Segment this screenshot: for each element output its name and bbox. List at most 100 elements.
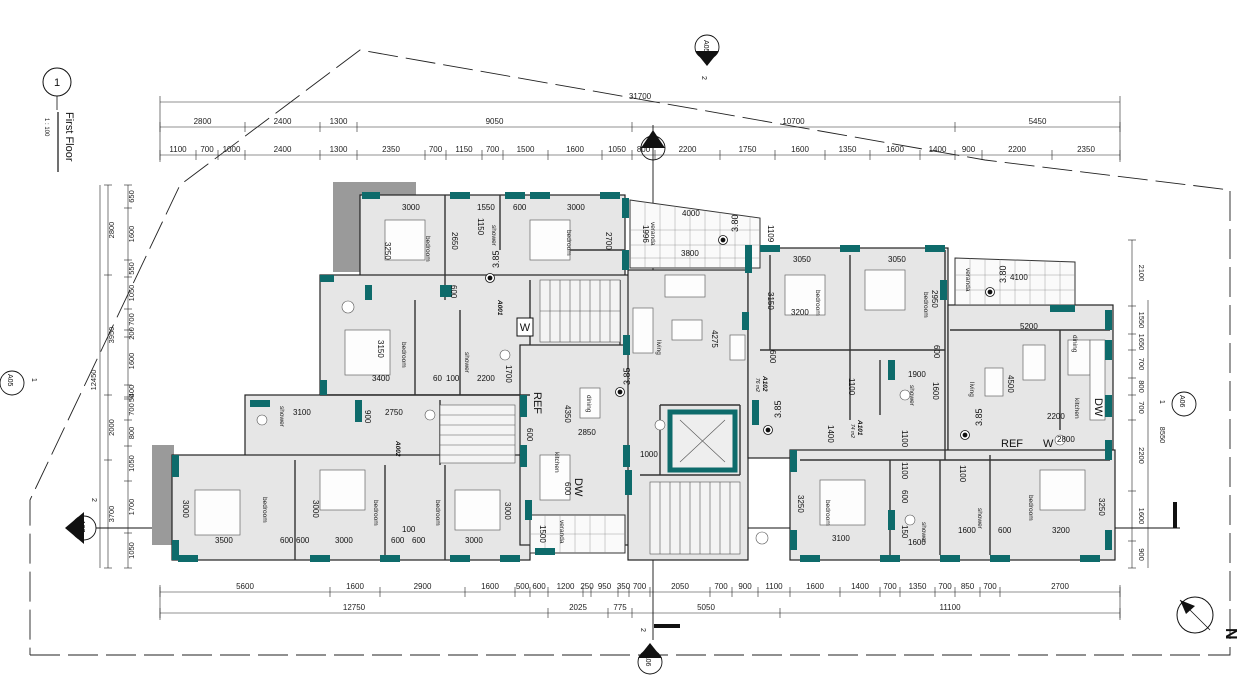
bottom-dim-label: 1200 xyxy=(557,582,575,591)
top-dim-label: 1050 xyxy=(608,145,626,154)
svg-text:600: 600 xyxy=(391,536,405,545)
svg-text:bedroom: bedroom xyxy=(434,500,441,526)
left-dimension-chains xyxy=(99,185,129,568)
structural-columns xyxy=(172,192,1112,562)
bottom-dim-label: 5050 xyxy=(697,603,715,612)
unit-code-a102: A102 xyxy=(761,375,768,392)
section-mark-top: A05 2 xyxy=(694,34,720,80)
svg-text:1100: 1100 xyxy=(900,430,909,448)
svg-text:1550: 1550 xyxy=(477,203,495,212)
svg-text:4100: 4100 xyxy=(1010,273,1028,282)
left-dim-label: 1600 xyxy=(127,353,136,370)
svg-text:1100: 1100 xyxy=(847,378,856,396)
top-dim-label: 700 xyxy=(200,145,214,154)
svg-text:3150: 3150 xyxy=(766,292,775,310)
bottom-dim-label: 500 xyxy=(516,582,530,591)
bottom-dim-label: 950 xyxy=(598,582,612,591)
bottom-dim-label: 2700 xyxy=(1051,582,1069,591)
kitchen-counter xyxy=(1089,339,1106,421)
svg-text:shower: shower xyxy=(976,508,983,530)
drawing-title: First Floor xyxy=(63,112,75,162)
bed xyxy=(864,269,906,311)
bed xyxy=(319,469,366,511)
left-dim-label: 1700 xyxy=(127,499,136,516)
bed xyxy=(819,479,866,526)
svg-text:1: 1 xyxy=(1158,400,1165,404)
bottom-dim-label: 700 xyxy=(938,582,952,591)
section-end-bar xyxy=(1173,502,1177,528)
svg-text:2200: 2200 xyxy=(477,374,495,383)
lift-core xyxy=(667,409,738,473)
top-dim-label: 1750 xyxy=(739,145,757,154)
coffee-table xyxy=(984,367,1004,397)
section-mark-left: A05 1 xyxy=(0,370,37,396)
washing-machine-label: W xyxy=(1043,438,1054,450)
dining-table xyxy=(579,387,601,419)
bottom-dim-label: 250 xyxy=(580,582,594,591)
svg-text:3100: 3100 xyxy=(293,408,311,417)
left-dim-label: 800 xyxy=(127,427,136,440)
svg-text:600: 600 xyxy=(296,536,310,545)
top-dim-label: 1350 xyxy=(839,145,857,154)
svg-text:2: 2 xyxy=(90,498,97,502)
left-dim-label: 1600 xyxy=(127,226,136,243)
bottom-dim-label: 2025 xyxy=(569,603,587,612)
left-dim-label: 400 xyxy=(127,385,136,398)
right-dim-label: 2100 xyxy=(1137,265,1146,282)
svg-text:600: 600 xyxy=(525,428,534,442)
bottom-dim-label: 1350 xyxy=(909,582,927,591)
svg-text:bedroom: bedroom xyxy=(372,500,379,526)
svg-text:600: 600 xyxy=(900,490,909,504)
wm-box: W xyxy=(516,317,534,337)
svg-text:3100: 3100 xyxy=(832,534,850,543)
svg-text:3000: 3000 xyxy=(567,203,585,212)
svg-text:2700: 2700 xyxy=(604,232,613,250)
top-dim-label: 2400 xyxy=(274,117,292,126)
bottom-dim-label: 2900 xyxy=(414,582,432,591)
bottom-dim-label: 600 xyxy=(532,582,546,591)
svg-text:2: 2 xyxy=(639,628,646,632)
bed xyxy=(784,274,826,316)
left-dim-label: 1050 xyxy=(127,455,136,472)
left-dimension-inner: 6501600550105070020016004005070080010501… xyxy=(124,184,136,569)
top-dim-label: 2200 xyxy=(1008,145,1026,154)
left-dim-label: 1050 xyxy=(127,285,136,302)
left-dim-label: 50 xyxy=(127,394,136,402)
svg-text:1600: 1600 xyxy=(958,526,976,535)
north-label: N xyxy=(1222,628,1239,640)
svg-text:5200: 5200 xyxy=(1020,322,1038,331)
svg-text:100: 100 xyxy=(402,525,416,534)
unit-code-a002: A002 xyxy=(394,440,401,457)
svg-text:1400: 1400 xyxy=(826,425,835,443)
top-dim-label: 1100 xyxy=(169,145,187,154)
left-dim-label: 2000 xyxy=(107,419,116,436)
right-dim-label: 700 xyxy=(1137,358,1146,371)
right-dim-label: 1600 xyxy=(1137,508,1146,525)
svg-text:1996: 1996 xyxy=(641,225,650,243)
svg-text:1700: 1700 xyxy=(504,365,513,383)
bed xyxy=(529,219,571,261)
unit-area-a101: 74 m2 xyxy=(849,424,855,438)
svg-text:3200: 3200 xyxy=(791,308,809,317)
left-dim-label: 700 xyxy=(127,403,136,416)
svg-text:4275: 4275 xyxy=(710,330,719,348)
top-dim-label: 800 xyxy=(637,145,651,154)
svg-text:600: 600 xyxy=(513,203,527,212)
level-markers xyxy=(485,235,995,440)
bottom-dim-label: 2050 xyxy=(671,582,689,591)
svg-text:3000: 3000 xyxy=(465,536,483,545)
staircase-south xyxy=(649,481,741,555)
svg-text:3250: 3250 xyxy=(796,495,805,513)
bottom-dim-label: 1400 xyxy=(851,582,869,591)
svg-text:kitchen: kitchen xyxy=(553,452,560,473)
svg-text:3400: 3400 xyxy=(372,374,390,383)
svg-text:3250: 3250 xyxy=(383,242,392,260)
svg-text:2750: 2750 xyxy=(385,408,403,417)
dishwasher-label: DW xyxy=(572,478,584,497)
bottom-dim-label: 700 xyxy=(883,582,897,591)
svg-text:100: 100 xyxy=(446,374,460,383)
top-dim-label: 2400 xyxy=(274,145,292,154)
